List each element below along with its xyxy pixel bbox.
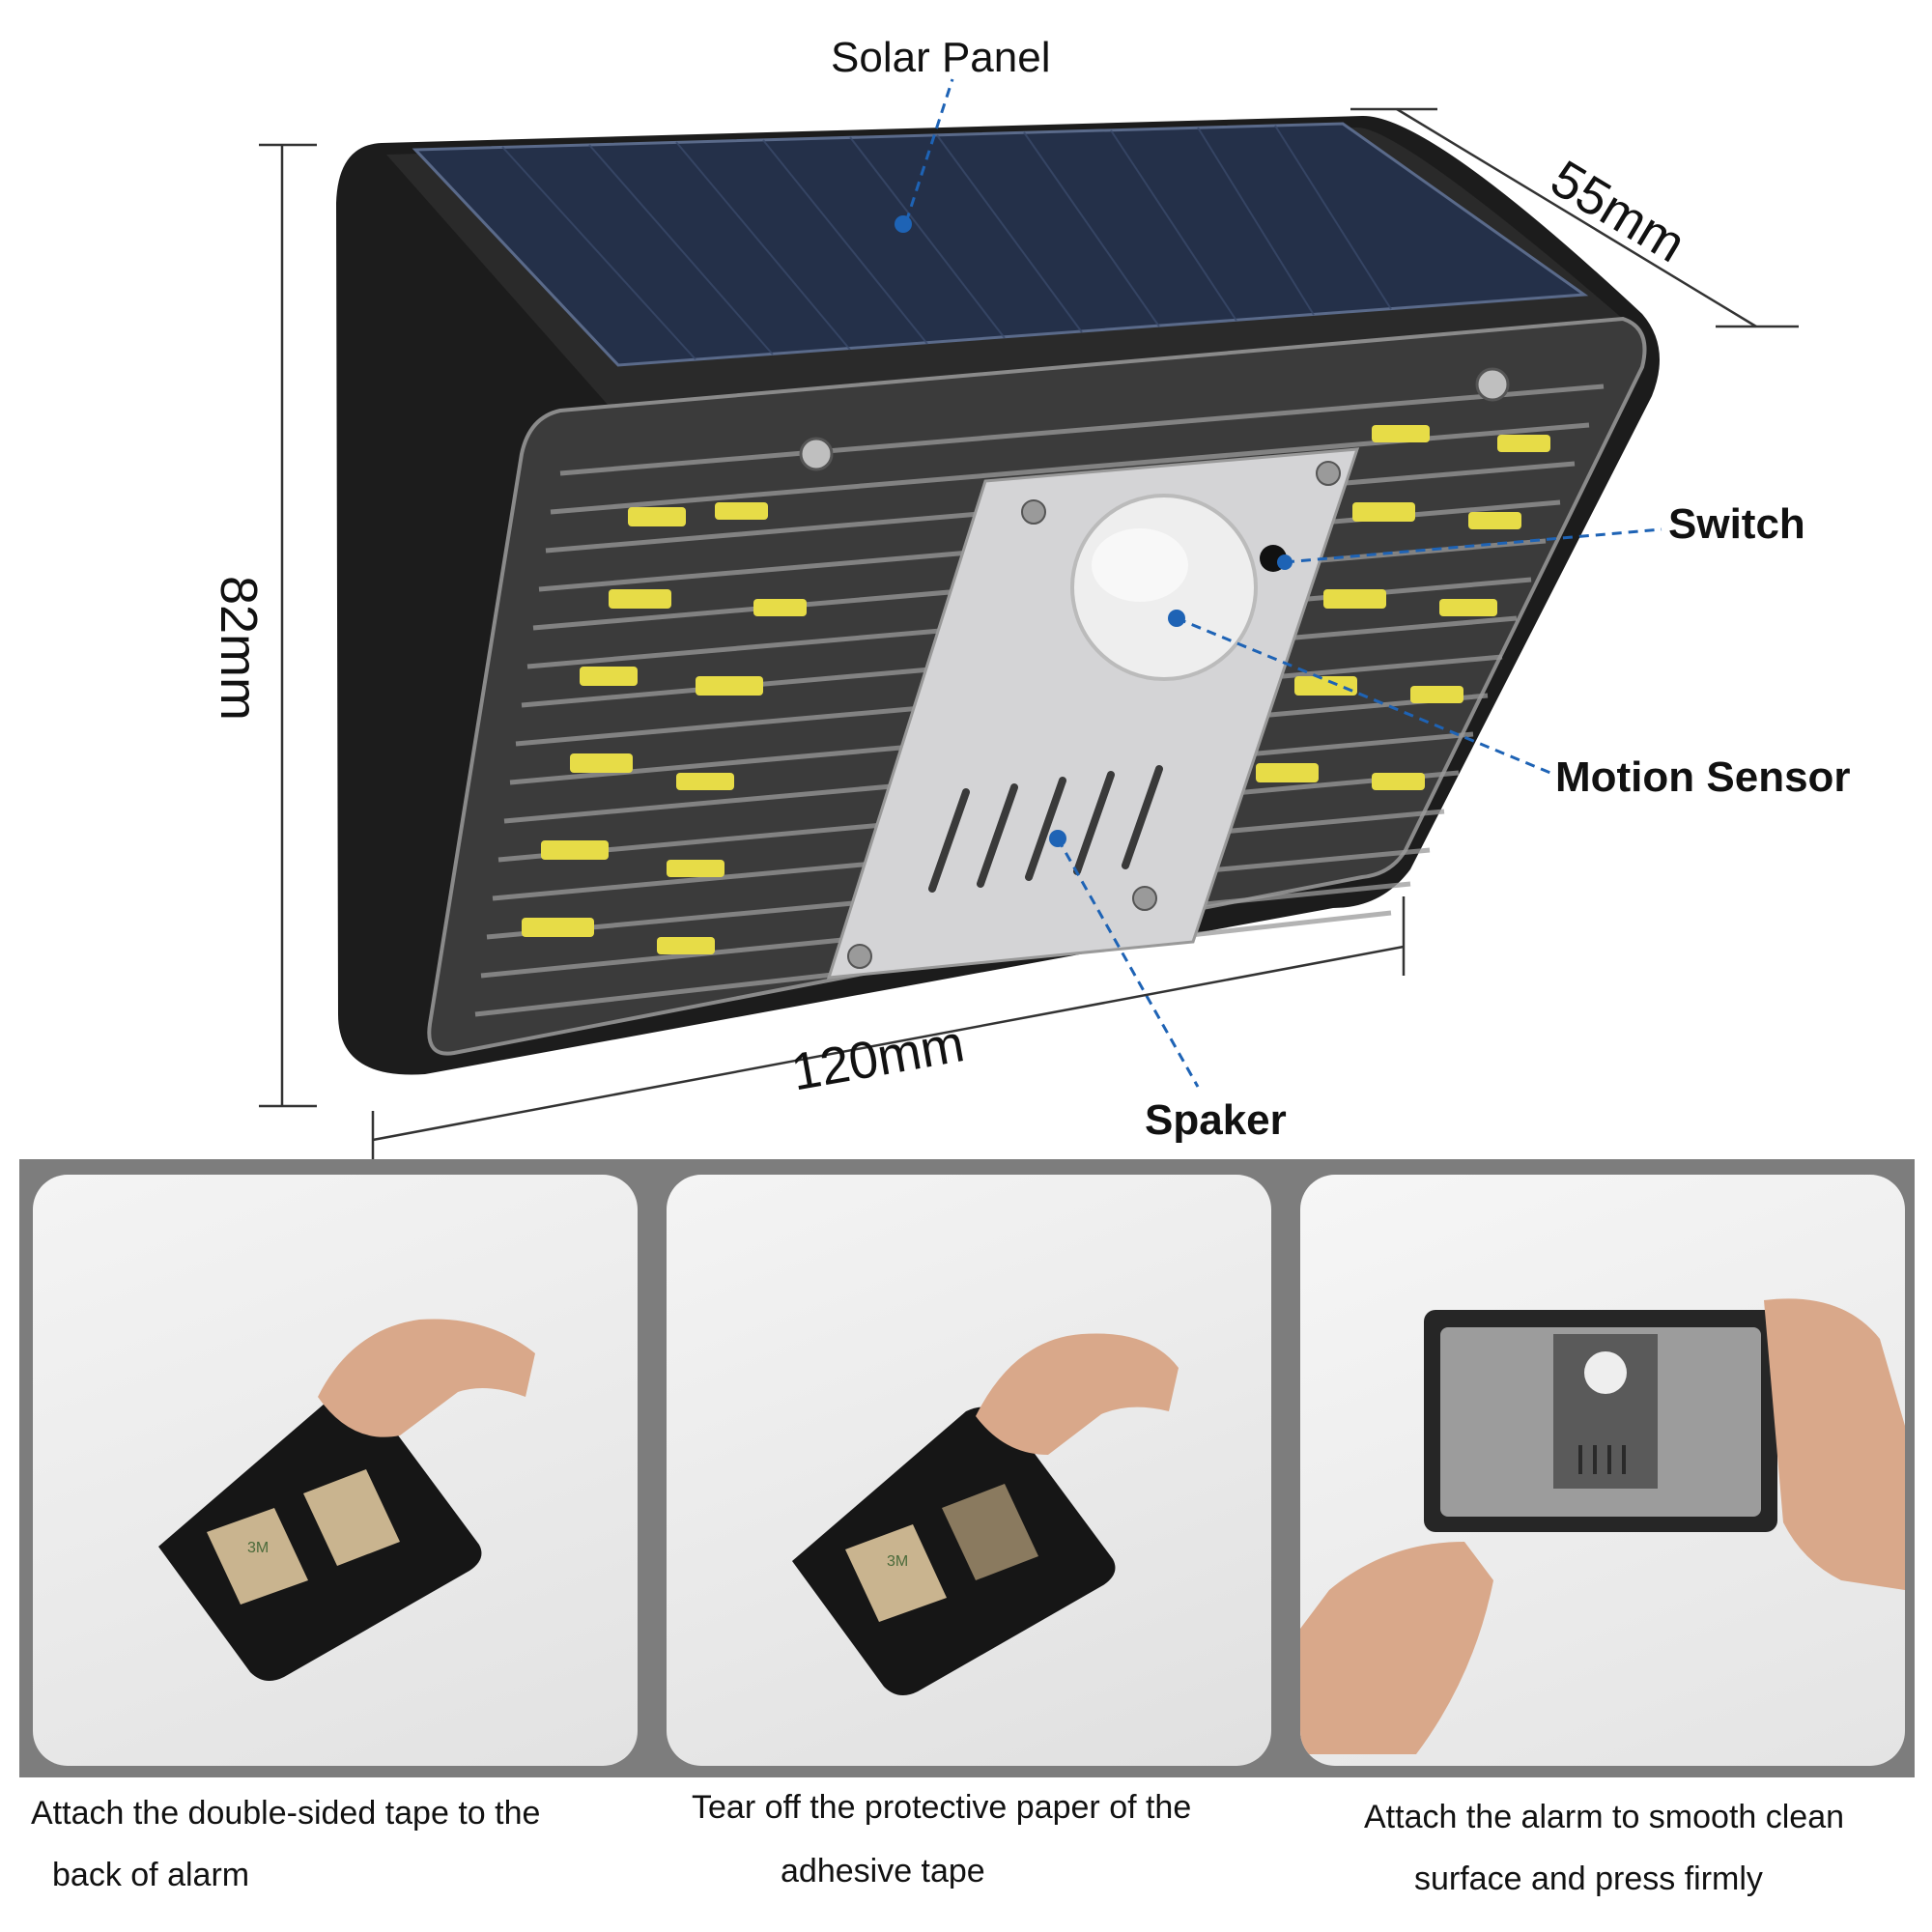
step-3-caption-line1: Attach the alarm to smooth clean (1364, 1799, 1845, 1835)
step-2-caption-line1: Tear off the protective paper of the (692, 1789, 1192, 1826)
step-1-photo: 3M (33, 1175, 638, 1766)
dimension-lines (259, 107, 1799, 1159)
tape-marking: 3M (887, 1553, 909, 1570)
callouts (904, 78, 1662, 1088)
step-2-caption-line2: adhesive tape (781, 1853, 985, 1889)
height-dimension: 82mm (210, 575, 269, 722)
motion-sensor-label: Motion Sensor (1555, 753, 1851, 801)
device-diagram (259, 78, 1799, 1159)
step-3-photo (1300, 1175, 1905, 1766)
led-array (522, 425, 1550, 954)
step-3-caption-line2: surface and press firmly (1414, 1861, 1763, 1897)
step-1-caption-line2: back of alarm (52, 1857, 250, 1893)
step-2-photo: 3M (667, 1175, 1271, 1766)
speaker-label: Spaker (1145, 1096, 1287, 1144)
speaker-grille (928, 765, 1163, 893)
tape-marking: 3M (247, 1540, 270, 1556)
step-1-caption-line1: Attach the double-sided tape to the (31, 1795, 541, 1832)
switch-label: Switch (1668, 500, 1805, 548)
solar-panel (412, 122, 1589, 367)
solar-panel-label: Solar Panel (831, 34, 1051, 81)
